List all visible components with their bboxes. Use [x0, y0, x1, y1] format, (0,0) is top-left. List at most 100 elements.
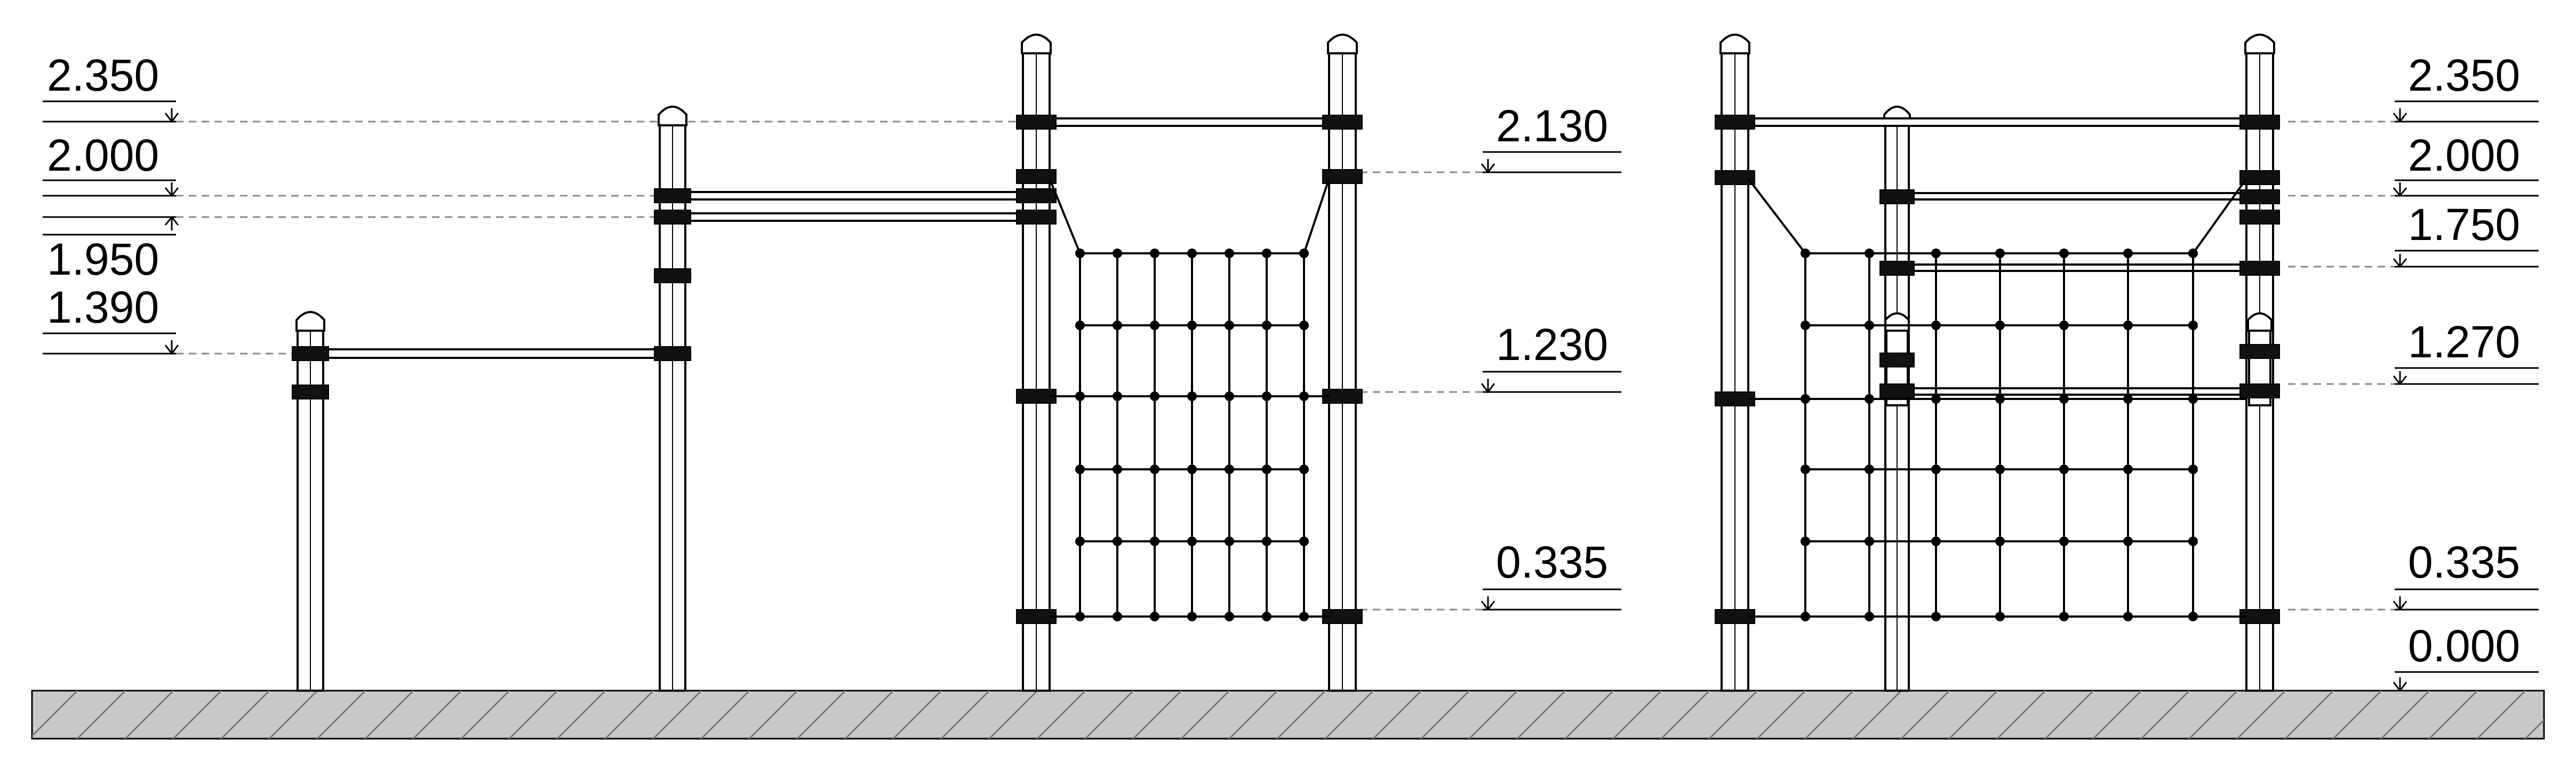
net-knot: [1187, 612, 1197, 621]
net-knot: [2123, 537, 2133, 546]
net-knot: [1150, 537, 1159, 546]
right-structure: [1715, 34, 2280, 692]
level-label-1270: 1.270: [2408, 317, 2520, 367]
net-knot: [1262, 612, 1271, 621]
net-knot: [1225, 321, 1234, 330]
net-knot: [1262, 321, 1271, 330]
net-knot: [1113, 391, 1122, 401]
net-knot: [2123, 321, 2133, 330]
net-knot: [2059, 321, 2069, 330]
net-knot: [1225, 465, 1234, 474]
net-knot: [2059, 537, 2069, 546]
net-knot: [1150, 249, 1159, 258]
net-knot: [2123, 394, 2133, 404]
bar-1750-right: [1908, 263, 2247, 272]
net-knot: [1299, 249, 1309, 258]
net-knot: [1150, 391, 1159, 401]
net-knot: [1187, 391, 1197, 401]
net-knot: [2059, 612, 2069, 621]
net-knot: [2188, 249, 2198, 258]
net-knot: [2188, 465, 2198, 474]
net-knot: [1150, 612, 1159, 621]
net-knot: [1150, 321, 1159, 330]
net-knot: [1865, 321, 1874, 330]
net-knot: [1113, 321, 1122, 330]
net-knot: [1801, 249, 1810, 258]
net-knot: [1113, 249, 1122, 258]
level-markers-middle: 2.130 1.230 0.335: [1481, 101, 1621, 611]
net-knot: [1995, 394, 2005, 404]
bar-2350-right: [1747, 117, 2247, 127]
net-knot: [2188, 394, 2198, 404]
level-label-2350-right: 2.350: [2408, 50, 2520, 100]
net-knot: [1801, 612, 1810, 621]
net-knot: [1299, 465, 1309, 474]
post-d-cap: [1327, 34, 1358, 54]
level-markers-left: 2.350 2.000 1.950 1.390: [43, 50, 179, 355]
post-h-cap: [2244, 34, 2275, 54]
bar-2000-right: [1908, 192, 2247, 201]
net-knot: [1187, 465, 1197, 474]
net-knot: [1801, 321, 1810, 330]
net-knot: [1865, 612, 1874, 621]
level-label-1230: 1.230: [1496, 319, 1608, 370]
net-knot: [1187, 537, 1197, 546]
net-knot: [1225, 391, 1234, 401]
level-markers-right: 2.350 2.000 1.750 1.270 0.335 0.000: [2393, 50, 2539, 692]
net-knot: [2059, 465, 2069, 474]
net-knot: [1995, 612, 2005, 621]
net-knot: [1931, 465, 1941, 474]
level-label-0335-right: 0.335: [2408, 537, 2520, 587]
net-knot: [1187, 249, 1197, 258]
net-knot: [1075, 391, 1085, 401]
net-knot: [1075, 612, 1085, 621]
net-knot: [1995, 537, 2005, 546]
net-knot: [1931, 394, 1941, 404]
bar-2350-middle: [1049, 117, 1330, 127]
net-knot: [1801, 465, 1810, 474]
left-structure: [292, 106, 1022, 692]
net-knot: [1075, 249, 1085, 258]
net-knot: [1865, 537, 1874, 546]
net-knot: [2123, 612, 2133, 621]
net-knot: [1865, 249, 1874, 258]
net-knot: [1931, 612, 1941, 621]
bar-1390: [322, 348, 661, 359]
net-knot: [1262, 391, 1271, 401]
net-knot: [1299, 612, 1309, 621]
net-knot: [1262, 537, 1271, 546]
net-knot: [2059, 249, 2069, 258]
post-a-cap: [295, 311, 325, 332]
level-label-0335-middle: 0.335: [1496, 537, 1608, 587]
net-knot: [1187, 321, 1197, 330]
net-knot: [2188, 321, 2198, 330]
net-knot: [1225, 249, 1234, 258]
post-b-cap: [658, 106, 687, 126]
middle-structure: [1016, 34, 1363, 692]
net-knot: [1113, 465, 1122, 474]
post-e-cap: [1719, 34, 1750, 54]
level-label-0000: 0.000: [2408, 621, 2520, 671]
net-knot: [1995, 465, 2005, 474]
net-knot: [1262, 465, 1271, 474]
net-knot: [1995, 321, 2005, 330]
level-label-1390-left: 1.390: [47, 282, 159, 332]
net-knot: [2123, 249, 2133, 258]
net-knots: [1075, 249, 2198, 621]
net-knot: [1113, 612, 1122, 621]
net-knot: [1225, 537, 1234, 546]
level-label-2000-left: 2.000: [47, 130, 159, 180]
level-label-2350-left: 2.350: [47, 50, 159, 100]
bar-1270-right: [1908, 387, 2247, 396]
net-knot: [1299, 537, 1309, 546]
net-knot: [1075, 537, 1085, 546]
bar-1950: [684, 212, 1022, 222]
level-label-2000-right: 2.000: [2408, 130, 2520, 180]
bar-2000: [684, 191, 1022, 201]
net-knot: [1801, 394, 1810, 404]
net-knot: [2123, 465, 2133, 474]
net-knot: [1995, 249, 2005, 258]
net-knot: [1931, 537, 1941, 546]
net-knot: [2059, 394, 2069, 404]
